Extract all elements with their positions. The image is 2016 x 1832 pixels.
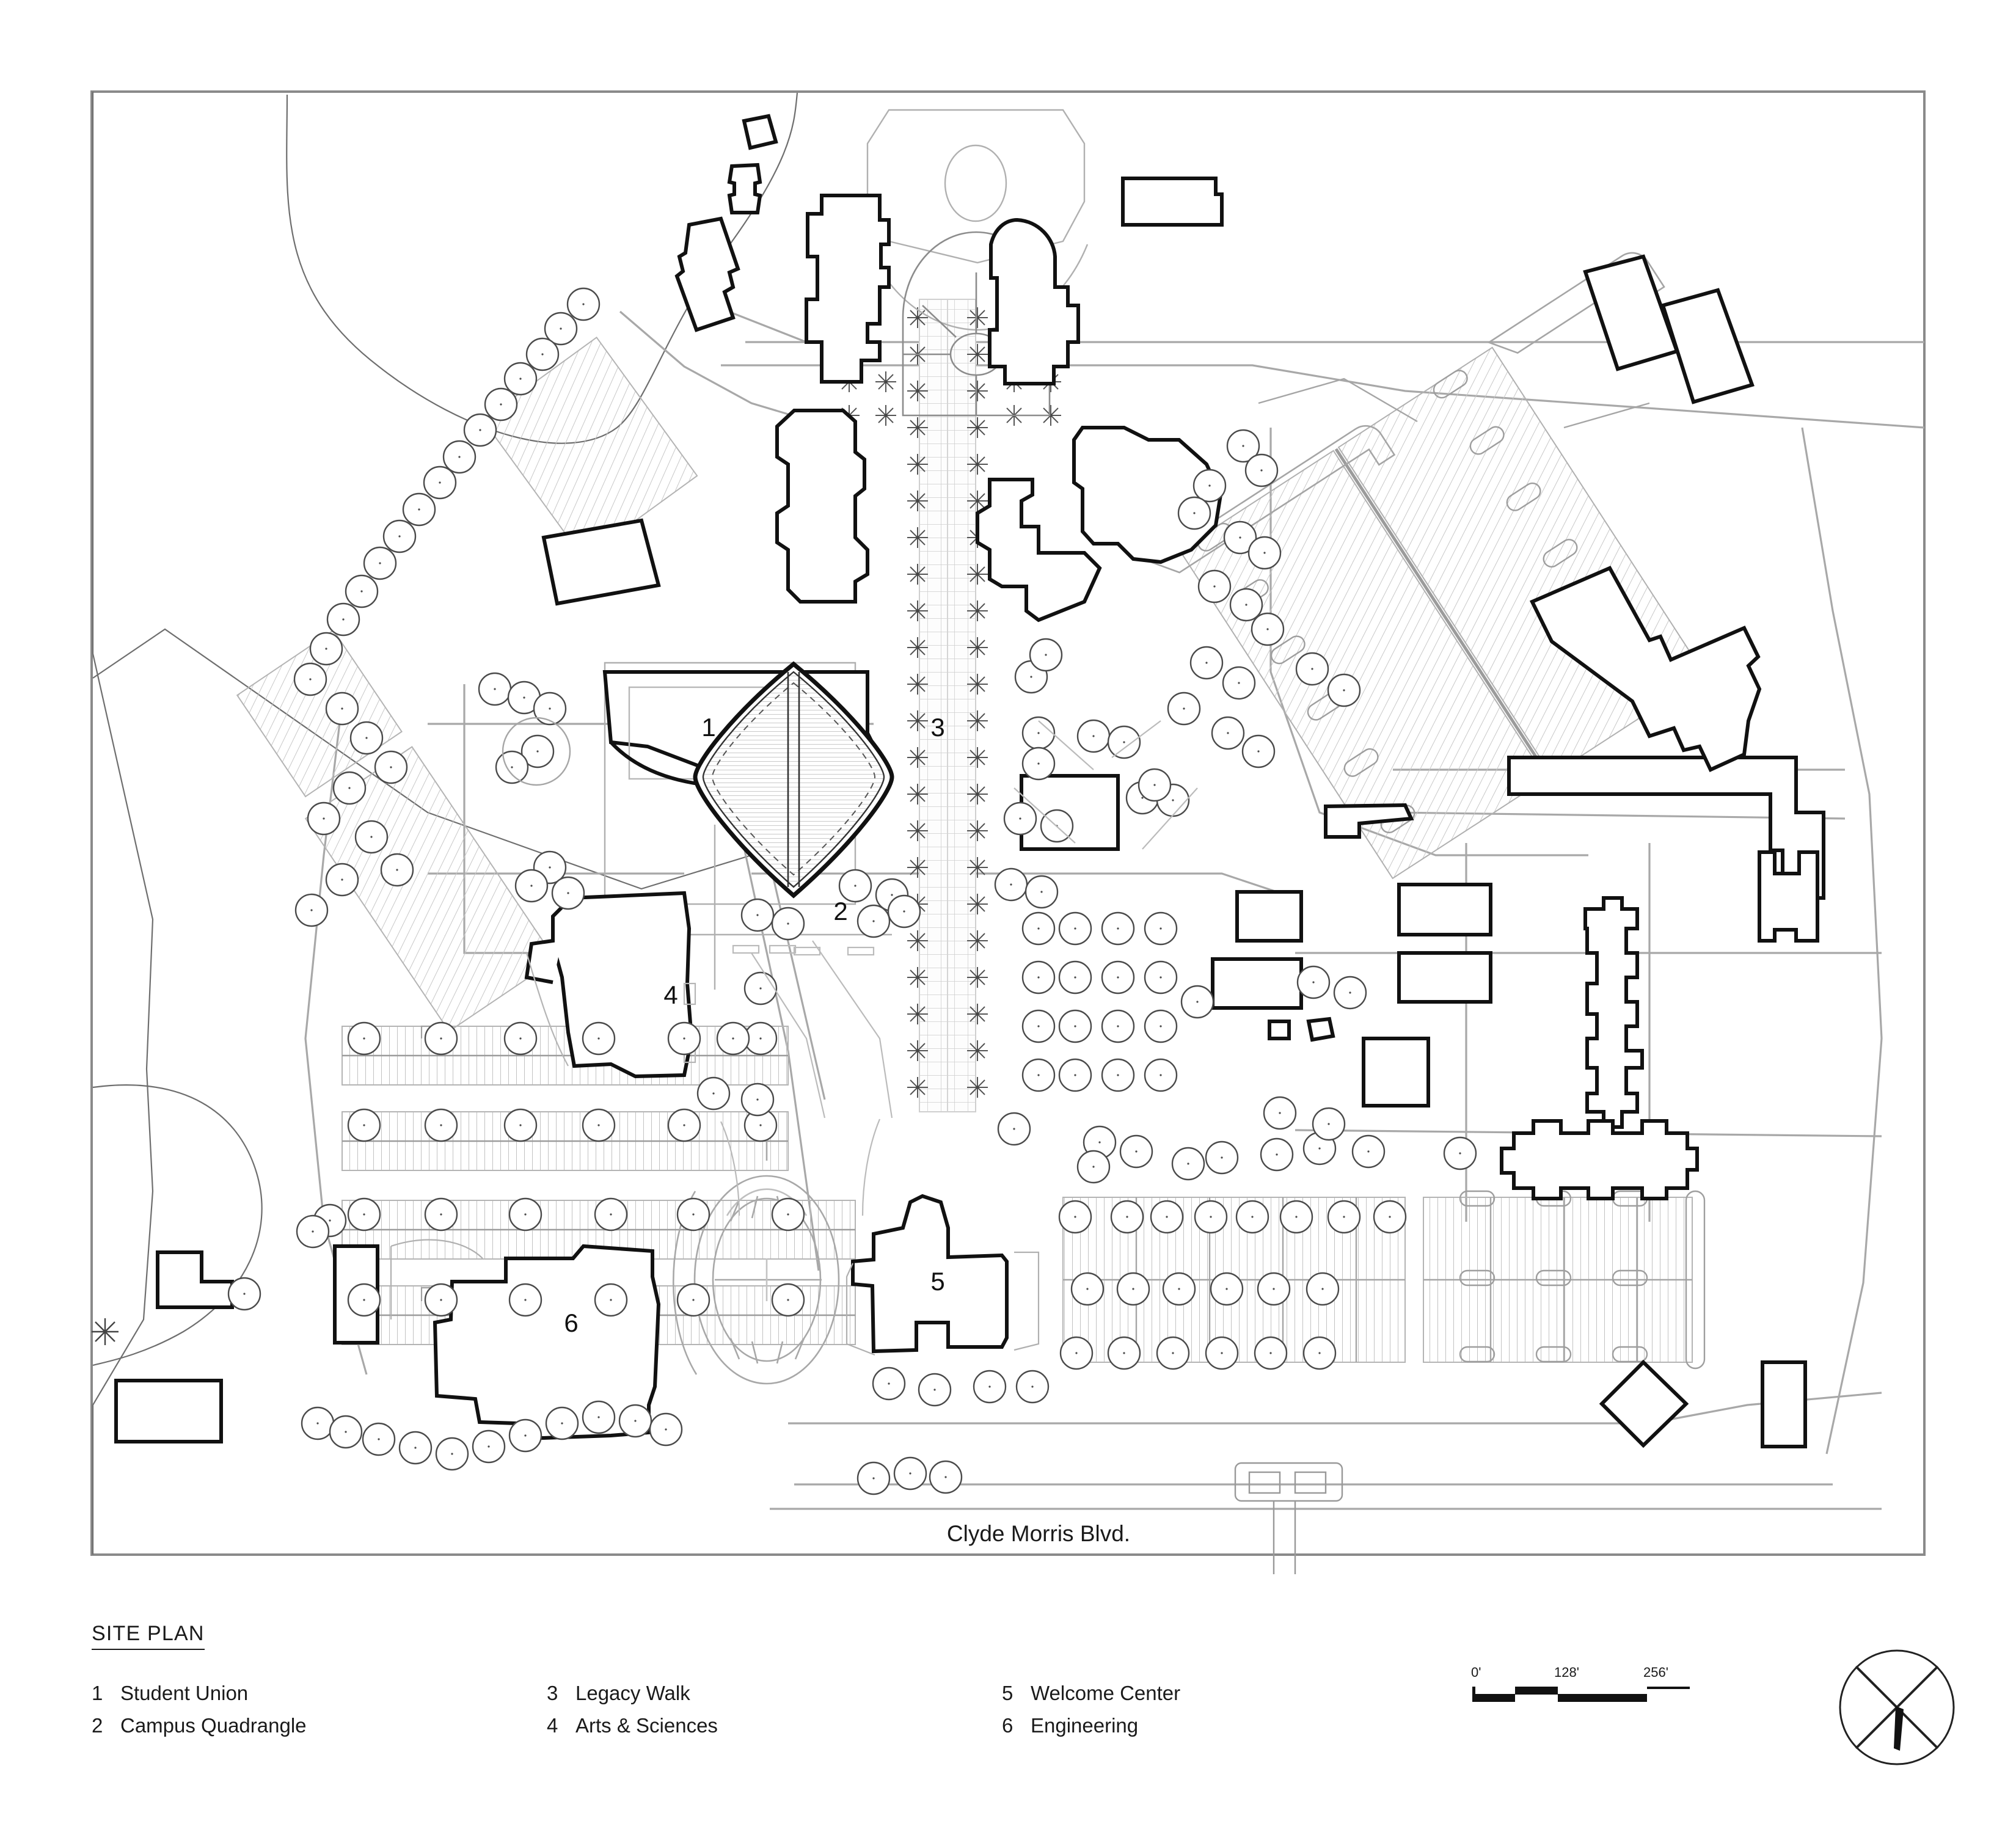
legend-number-5: 5 xyxy=(1002,1682,1013,1704)
legend-item-5: 5 Welcome Center xyxy=(1002,1677,1457,1709)
legend-number-3: 3 xyxy=(547,1682,558,1704)
street-label-clyde-morris: Clyde Morris Blvd. xyxy=(947,1521,1130,1546)
parking-lot-west xyxy=(236,336,856,1345)
legend-item-4: 4 Arts & Sciences xyxy=(547,1709,1002,1742)
plan-content: 1 2 3 4 5 6 Clyde Morris Blvd. xyxy=(92,92,1925,1574)
legend-label-4: Arts & Sciences xyxy=(575,1714,718,1737)
building-welcome-center xyxy=(845,1194,1040,1356)
legend-title: SITE PLAN xyxy=(92,1622,205,1650)
map-label-6: 6 xyxy=(564,1308,578,1337)
map-label-1: 1 xyxy=(701,713,715,742)
legend-column-3: 5 Welcome Center 6 Engineering xyxy=(1002,1677,1457,1742)
map-label-2: 2 xyxy=(833,897,847,925)
map-number-labels: 1 2 3 4 5 6 xyxy=(564,713,944,1337)
legend-item-1: 1 Student Union xyxy=(92,1677,547,1709)
accent-plant-icon xyxy=(92,1318,119,1345)
legend-item-3: 3 Legacy Walk xyxy=(547,1677,1002,1709)
scale-tick-0: 0' xyxy=(1471,1665,1481,1680)
bus-turnaround-loop xyxy=(673,1118,840,1385)
entry-monument xyxy=(1234,1462,1343,1574)
legend-number-1: 1 xyxy=(92,1682,103,1704)
east-campus-buildings xyxy=(1211,254,1825,1448)
legend-label-2: Campus Quadrangle xyxy=(120,1714,307,1737)
legend-label-6: Engineering xyxy=(1031,1714,1139,1737)
legacy-walk xyxy=(838,299,1074,1112)
legend-column-1: 1 Student Union 2 Campus Quadrangle xyxy=(92,1677,547,1742)
tree-canopies xyxy=(92,287,1477,1495)
legend-number-2: 2 xyxy=(92,1714,103,1737)
legend-item-6: 6 Engineering xyxy=(1002,1709,1457,1742)
quadrangle-lens-structure xyxy=(693,661,894,899)
mid-campus-buildings xyxy=(775,409,1223,851)
legend-label-3: Legacy Walk xyxy=(575,1682,690,1704)
north-arrow xyxy=(1833,1643,1961,1772)
parking-lot-southeast xyxy=(1062,1190,1706,1574)
legend-column-2: 3 Legacy Walk 4 Arts & Sciences xyxy=(547,1677,1002,1742)
north-buildings xyxy=(674,114,1224,385)
map-label-3: 3 xyxy=(930,713,944,742)
legend-label-1: Student Union xyxy=(120,1682,249,1704)
legend-label-5: Welcome Center xyxy=(1031,1682,1181,1704)
legend-number-4: 4 xyxy=(547,1714,558,1737)
scale-tick-128: 128' xyxy=(1554,1665,1579,1680)
parking-lot-northeast xyxy=(1149,252,1706,880)
scale-bar-graphic xyxy=(1472,1687,1690,1702)
legend: SITE PLAN 1 Student Union 2 Campus Quadr… xyxy=(92,1622,1912,1742)
legend-number-6: 6 xyxy=(1002,1714,1013,1737)
paving-detail xyxy=(720,720,1198,1216)
map-label-5: 5 xyxy=(930,1267,944,1296)
scale-bar: 0' 128' 256' xyxy=(1471,1665,1691,1707)
misc-buildings xyxy=(114,518,1430,1443)
north-arrow-icon xyxy=(1839,1649,1955,1765)
map-label-4: 4 xyxy=(663,980,677,1009)
sheet-frame xyxy=(90,90,1926,1556)
legend-item-2: 2 Campus Quadrangle xyxy=(92,1709,547,1742)
scale-tick-256: 256' xyxy=(1643,1665,1668,1680)
